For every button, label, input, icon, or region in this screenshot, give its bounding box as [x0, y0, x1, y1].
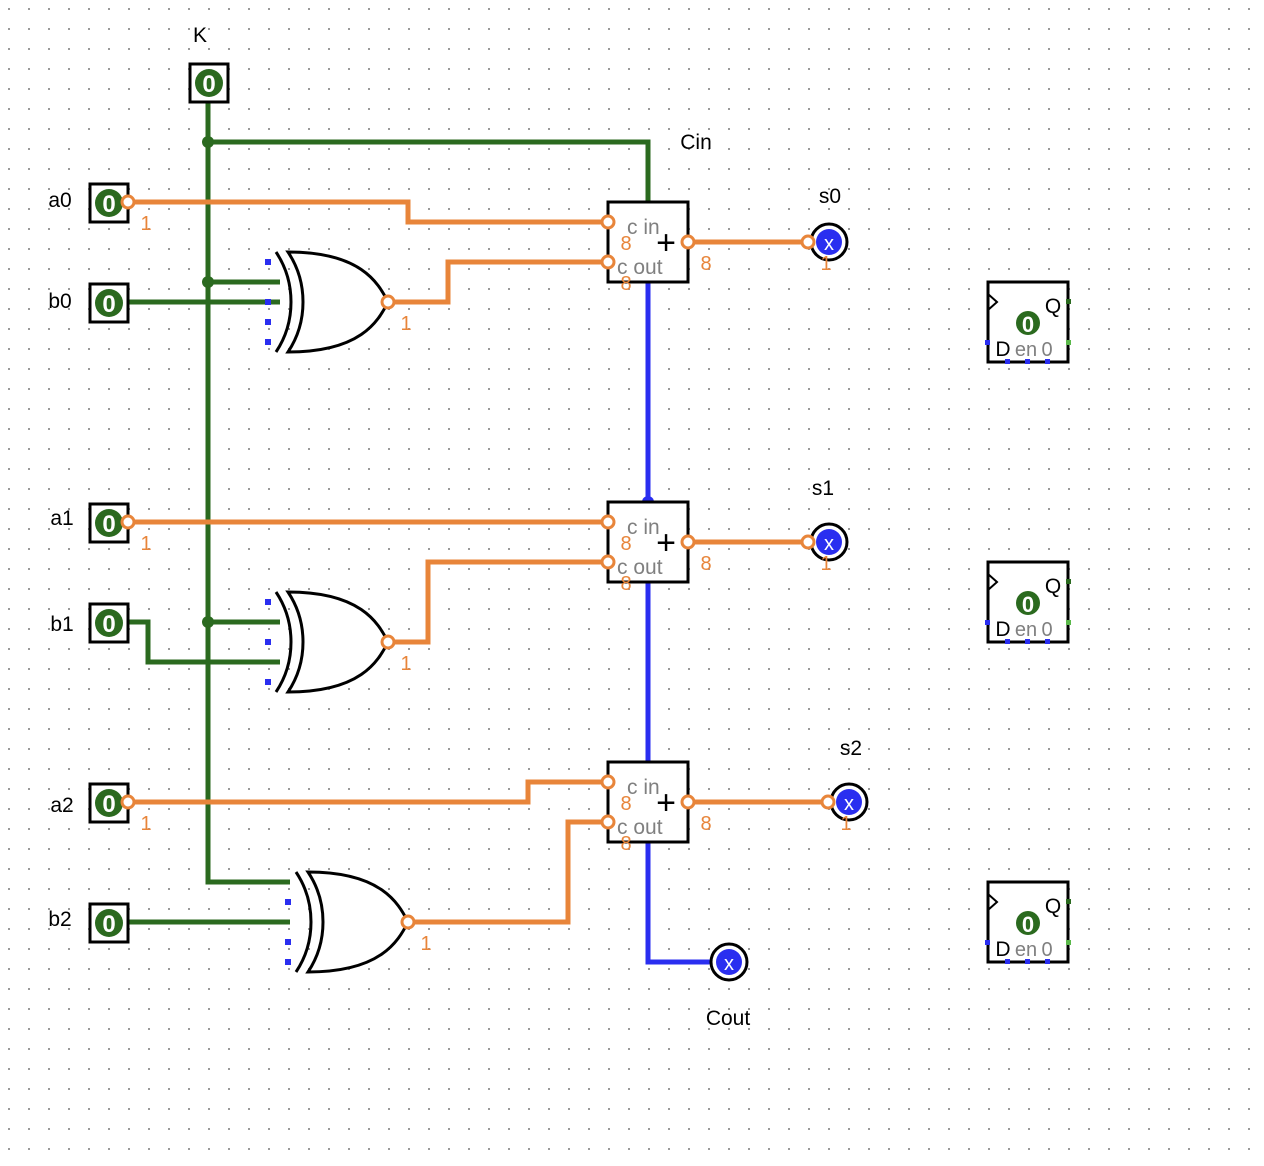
svg-text:x: x	[724, 953, 734, 975]
input-pin-a1[interactable]: 0 a1 1	[50, 502, 152, 555]
svg-text:c in: c in	[627, 776, 660, 799]
pin-label-a1: a1	[50, 507, 73, 530]
wire-xor1-out[interactable]	[388, 559, 608, 645]
svg-text:en: en	[1015, 619, 1037, 641]
svg-text:0: 0	[1022, 312, 1034, 337]
svg-text:8: 8	[620, 833, 631, 855]
output-probe-s0[interactable]: x s0 1	[800, 185, 849, 275]
output-probe-s1[interactable]: x s1 1	[800, 477, 849, 575]
svg-text:c out: c out	[617, 816, 663, 839]
svg-text:8: 8	[700, 553, 711, 575]
svg-text:1: 1	[140, 533, 151, 555]
svg-text:1: 1	[400, 653, 411, 675]
flip-flop-1[interactable]: 0 Q D en 0	[985, 560, 1071, 644]
svg-text:8: 8	[620, 793, 631, 815]
flip-flop-0[interactable]: 0 Q D en 0	[985, 280, 1071, 364]
input-pin-k[interactable]: 0 K	[188, 24, 230, 104]
cout-label: Cout	[706, 1007, 751, 1030]
wire-xor0-out[interactable]	[388, 259, 608, 305]
svg-text:0: 0	[1041, 339, 1052, 361]
svg-text:8: 8	[620, 233, 631, 255]
svg-text:en: en	[1015, 939, 1037, 961]
svg-text:en: en	[1015, 339, 1037, 361]
svg-text:1: 1	[420, 933, 431, 955]
pin-label-k: K	[193, 24, 207, 47]
input-pin-b1[interactable]: 0 b1	[50, 602, 130, 644]
adder-plus-symbol: +	[656, 784, 676, 822]
junction-dot	[202, 616, 214, 628]
flip-flop-2[interactable]: 0 Q D en 0	[985, 880, 1071, 964]
wire-a2[interactable]	[128, 779, 608, 805]
svg-text:c in: c in	[627, 516, 660, 539]
svg-text:0: 0	[102, 911, 115, 938]
adder-0[interactable]: c in c out + 8 8 8	[600, 200, 712, 295]
svg-text:D: D	[995, 938, 1010, 961]
wire-carry-out[interactable]	[645, 842, 710, 965]
pin-label-a2: a2	[50, 794, 73, 817]
svg-text:8: 8	[700, 253, 711, 275]
svg-text:c out: c out	[617, 556, 663, 579]
svg-text:1: 1	[840, 813, 851, 835]
wire-k-bus[interactable]	[205, 100, 290, 885]
svg-text:0: 0	[202, 71, 215, 98]
input-pin-a0[interactable]: 0 a0 1	[48, 182, 152, 235]
svg-text:Q: Q	[1045, 575, 1061, 598]
svg-text:x: x	[824, 533, 834, 555]
svg-text:0: 0	[102, 791, 115, 818]
svg-text:8: 8	[700, 813, 711, 835]
svg-text:0: 0	[102, 191, 115, 218]
xor-gate-1[interactable]: 1	[265, 590, 412, 694]
cin-label: Cin	[680, 131, 712, 154]
probe-label-s2: s2	[840, 737, 862, 760]
probe-label-s1: s1	[812, 477, 834, 500]
adder-plus-symbol: +	[656, 224, 676, 262]
svg-text:0: 0	[1022, 912, 1034, 937]
svg-text:Q: Q	[1045, 295, 1061, 318]
wire-k-to-cin[interactable]	[208, 139, 651, 202]
wire-xor2-out[interactable]	[408, 819, 608, 925]
svg-text:Q: Q	[1045, 895, 1061, 918]
wire-b1[interactable]	[128, 619, 280, 665]
wire-a0[interactable]	[128, 199, 608, 225]
svg-text:1: 1	[820, 253, 831, 275]
svg-text:1: 1	[400, 313, 411, 335]
svg-text:x: x	[824, 233, 834, 255]
xor-gate-0[interactable]: 1	[265, 250, 412, 354]
svg-text:x: x	[844, 793, 854, 815]
svg-text:1: 1	[140, 213, 151, 235]
input-pin-a2[interactable]: 0 a2 1	[50, 782, 152, 835]
adder-2[interactable]: c in c out + 8 8 8	[600, 760, 712, 855]
svg-text:c in: c in	[627, 216, 660, 239]
svg-text:c out: c out	[617, 256, 663, 279]
junction-dot	[202, 276, 214, 288]
input-pin-b0[interactable]: 0 b0	[48, 282, 130, 324]
svg-text:8: 8	[620, 573, 631, 595]
svg-text:0: 0	[1022, 592, 1034, 617]
adder-plus-symbol: +	[656, 524, 676, 562]
junction-dot	[202, 136, 214, 148]
adder-1[interactable]: c in c out + 8 8 8	[600, 500, 712, 595]
svg-text:8: 8	[620, 533, 631, 555]
svg-text:1: 1	[820, 553, 831, 575]
input-pin-b2[interactable]: 0 b2	[48, 902, 130, 944]
probe-label-s0: s0	[819, 185, 841, 208]
xor-gate-2[interactable]: 1	[285, 870, 432, 974]
svg-text:D: D	[995, 618, 1010, 641]
svg-text:0: 0	[102, 611, 115, 638]
output-probe-s2[interactable]: x s2 1	[820, 737, 869, 835]
pin-label-b1: b1	[50, 613, 73, 636]
svg-text:D: D	[995, 338, 1010, 361]
svg-text:8: 8	[620, 273, 631, 295]
svg-text:1: 1	[140, 813, 151, 835]
pin-label-b0: b0	[48, 290, 71, 313]
pin-label-b2: b2	[48, 908, 71, 931]
svg-text:0: 0	[102, 511, 115, 538]
svg-text:0: 0	[1041, 619, 1052, 641]
pin-label-a0: a0	[48, 189, 71, 212]
svg-text:0: 0	[102, 291, 115, 318]
svg-text:0: 0	[1041, 939, 1052, 961]
output-probe-cout[interactable]: x Cout	[706, 942, 751, 1030]
